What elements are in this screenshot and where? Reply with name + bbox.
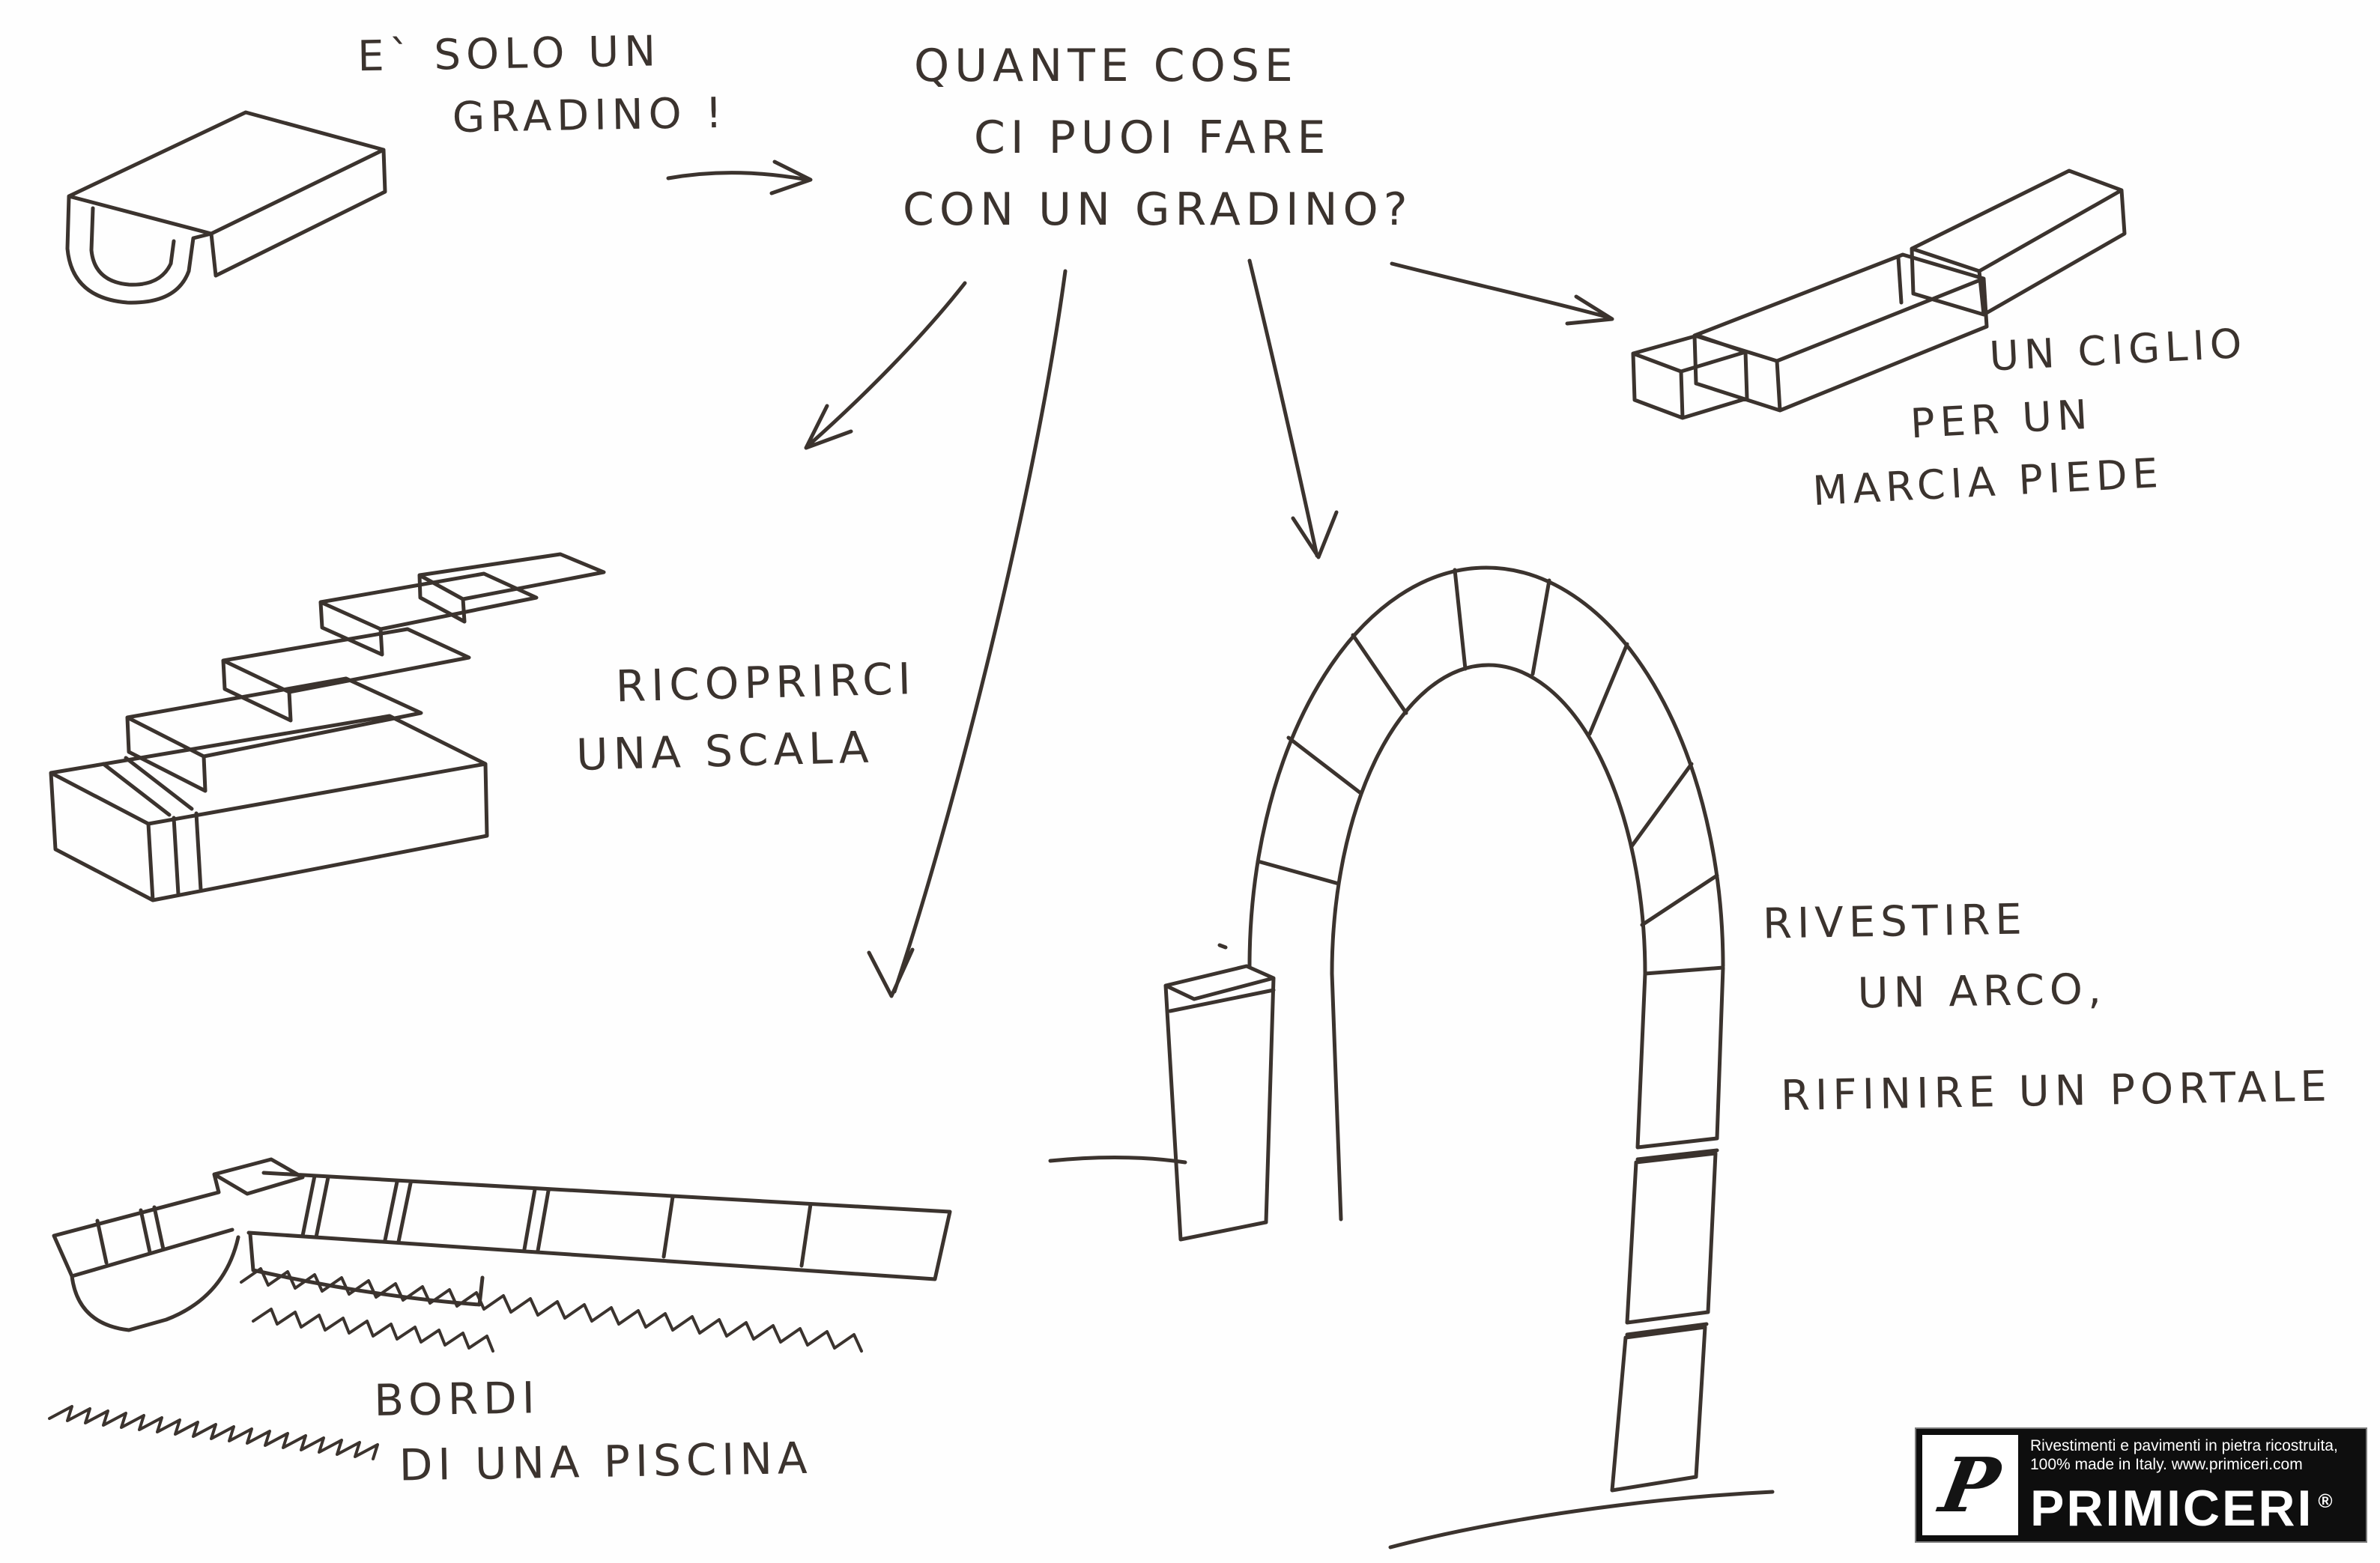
label-line: BORDI bbox=[373, 1372, 541, 1427]
arrow-to-pool bbox=[867, 269, 1068, 998]
label-line: RIFINIRE UN PORTALE bbox=[1780, 1062, 2333, 1121]
brand-name: PRIMICERI bbox=[2030, 1480, 2314, 1537]
logo-tagline-line: Rivestimenti e pavimenti in pietra ricos… bbox=[2030, 1437, 2338, 1454]
monogram-letter: P bbox=[1934, 1441, 2006, 1529]
label-line: RIVESTIRE bbox=[1762, 895, 2028, 949]
logo-tagline: Rivestimenti e pavimenti in pietra ricos… bbox=[2030, 1436, 2357, 1474]
label-line: CI PUOI FARE bbox=[974, 112, 1331, 164]
curb-drawing bbox=[1631, 169, 2127, 420]
single-step-drawing bbox=[65, 110, 387, 305]
label-line: UN ARCO, bbox=[1857, 965, 2107, 1019]
logo-text-block: Rivestimenti e pavimenti in pietra ricos… bbox=[2027, 1435, 2360, 1535]
pool-edge-drawing bbox=[48, 1157, 952, 1460]
label-line: QUANTE COSE bbox=[914, 40, 1298, 92]
label-line: GRADINO ! bbox=[452, 88, 728, 143]
label-line: DI UNA PISCINA bbox=[399, 1432, 814, 1491]
label-question: QUANTE COSE CI PUOI FARE CON UN GRADINO? bbox=[903, 30, 1413, 246]
label-just-a-step: E` SOLO UN GRADINO ! bbox=[357, 19, 728, 152]
logo-tagline-line: 100% made in Italy. www.primiceri.com bbox=[2030, 1456, 2303, 1474]
arrow-to-curb bbox=[1390, 261, 1614, 326]
arch-drawing bbox=[1048, 565, 1775, 1550]
label-line: CON UN GRADINO? bbox=[903, 183, 1413, 236]
arrow-to-arch bbox=[1247, 258, 1339, 559]
arrow-to-staircase bbox=[804, 281, 967, 450]
primiceri-monogram: P bbox=[1922, 1435, 2018, 1535]
ground-scribble bbox=[48, 1405, 379, 1460]
label-line: RICOPRIRCI bbox=[614, 653, 917, 712]
staircase-drawing bbox=[49, 552, 606, 902]
label-staircase: RICOPRIRCI UNA SCALA bbox=[574, 646, 919, 789]
arrow-to-question bbox=[666, 160, 813, 195]
label-curb: UN CIGLIO PER UN MARCIA PIEDE bbox=[1805, 312, 2255, 523]
label-pool: BORDI DI UNA PISCINA bbox=[368, 1361, 814, 1499]
logo-brand: PRIMICERI® bbox=[2030, 1483, 2357, 1534]
registered-mark: ® bbox=[2318, 1490, 2335, 1513]
label-arch: RIVESTIRE UN ARCO, RIFINIRE UN PORTALE bbox=[1758, 878, 2332, 1132]
label-line: UNA SCALA bbox=[575, 721, 875, 780]
primiceri-logo: P Rivestimenti e pavimenti in pietra ric… bbox=[1915, 1427, 2367, 1543]
water-waves bbox=[240, 1267, 863, 1353]
label-line: E` SOLO UN bbox=[357, 27, 661, 82]
